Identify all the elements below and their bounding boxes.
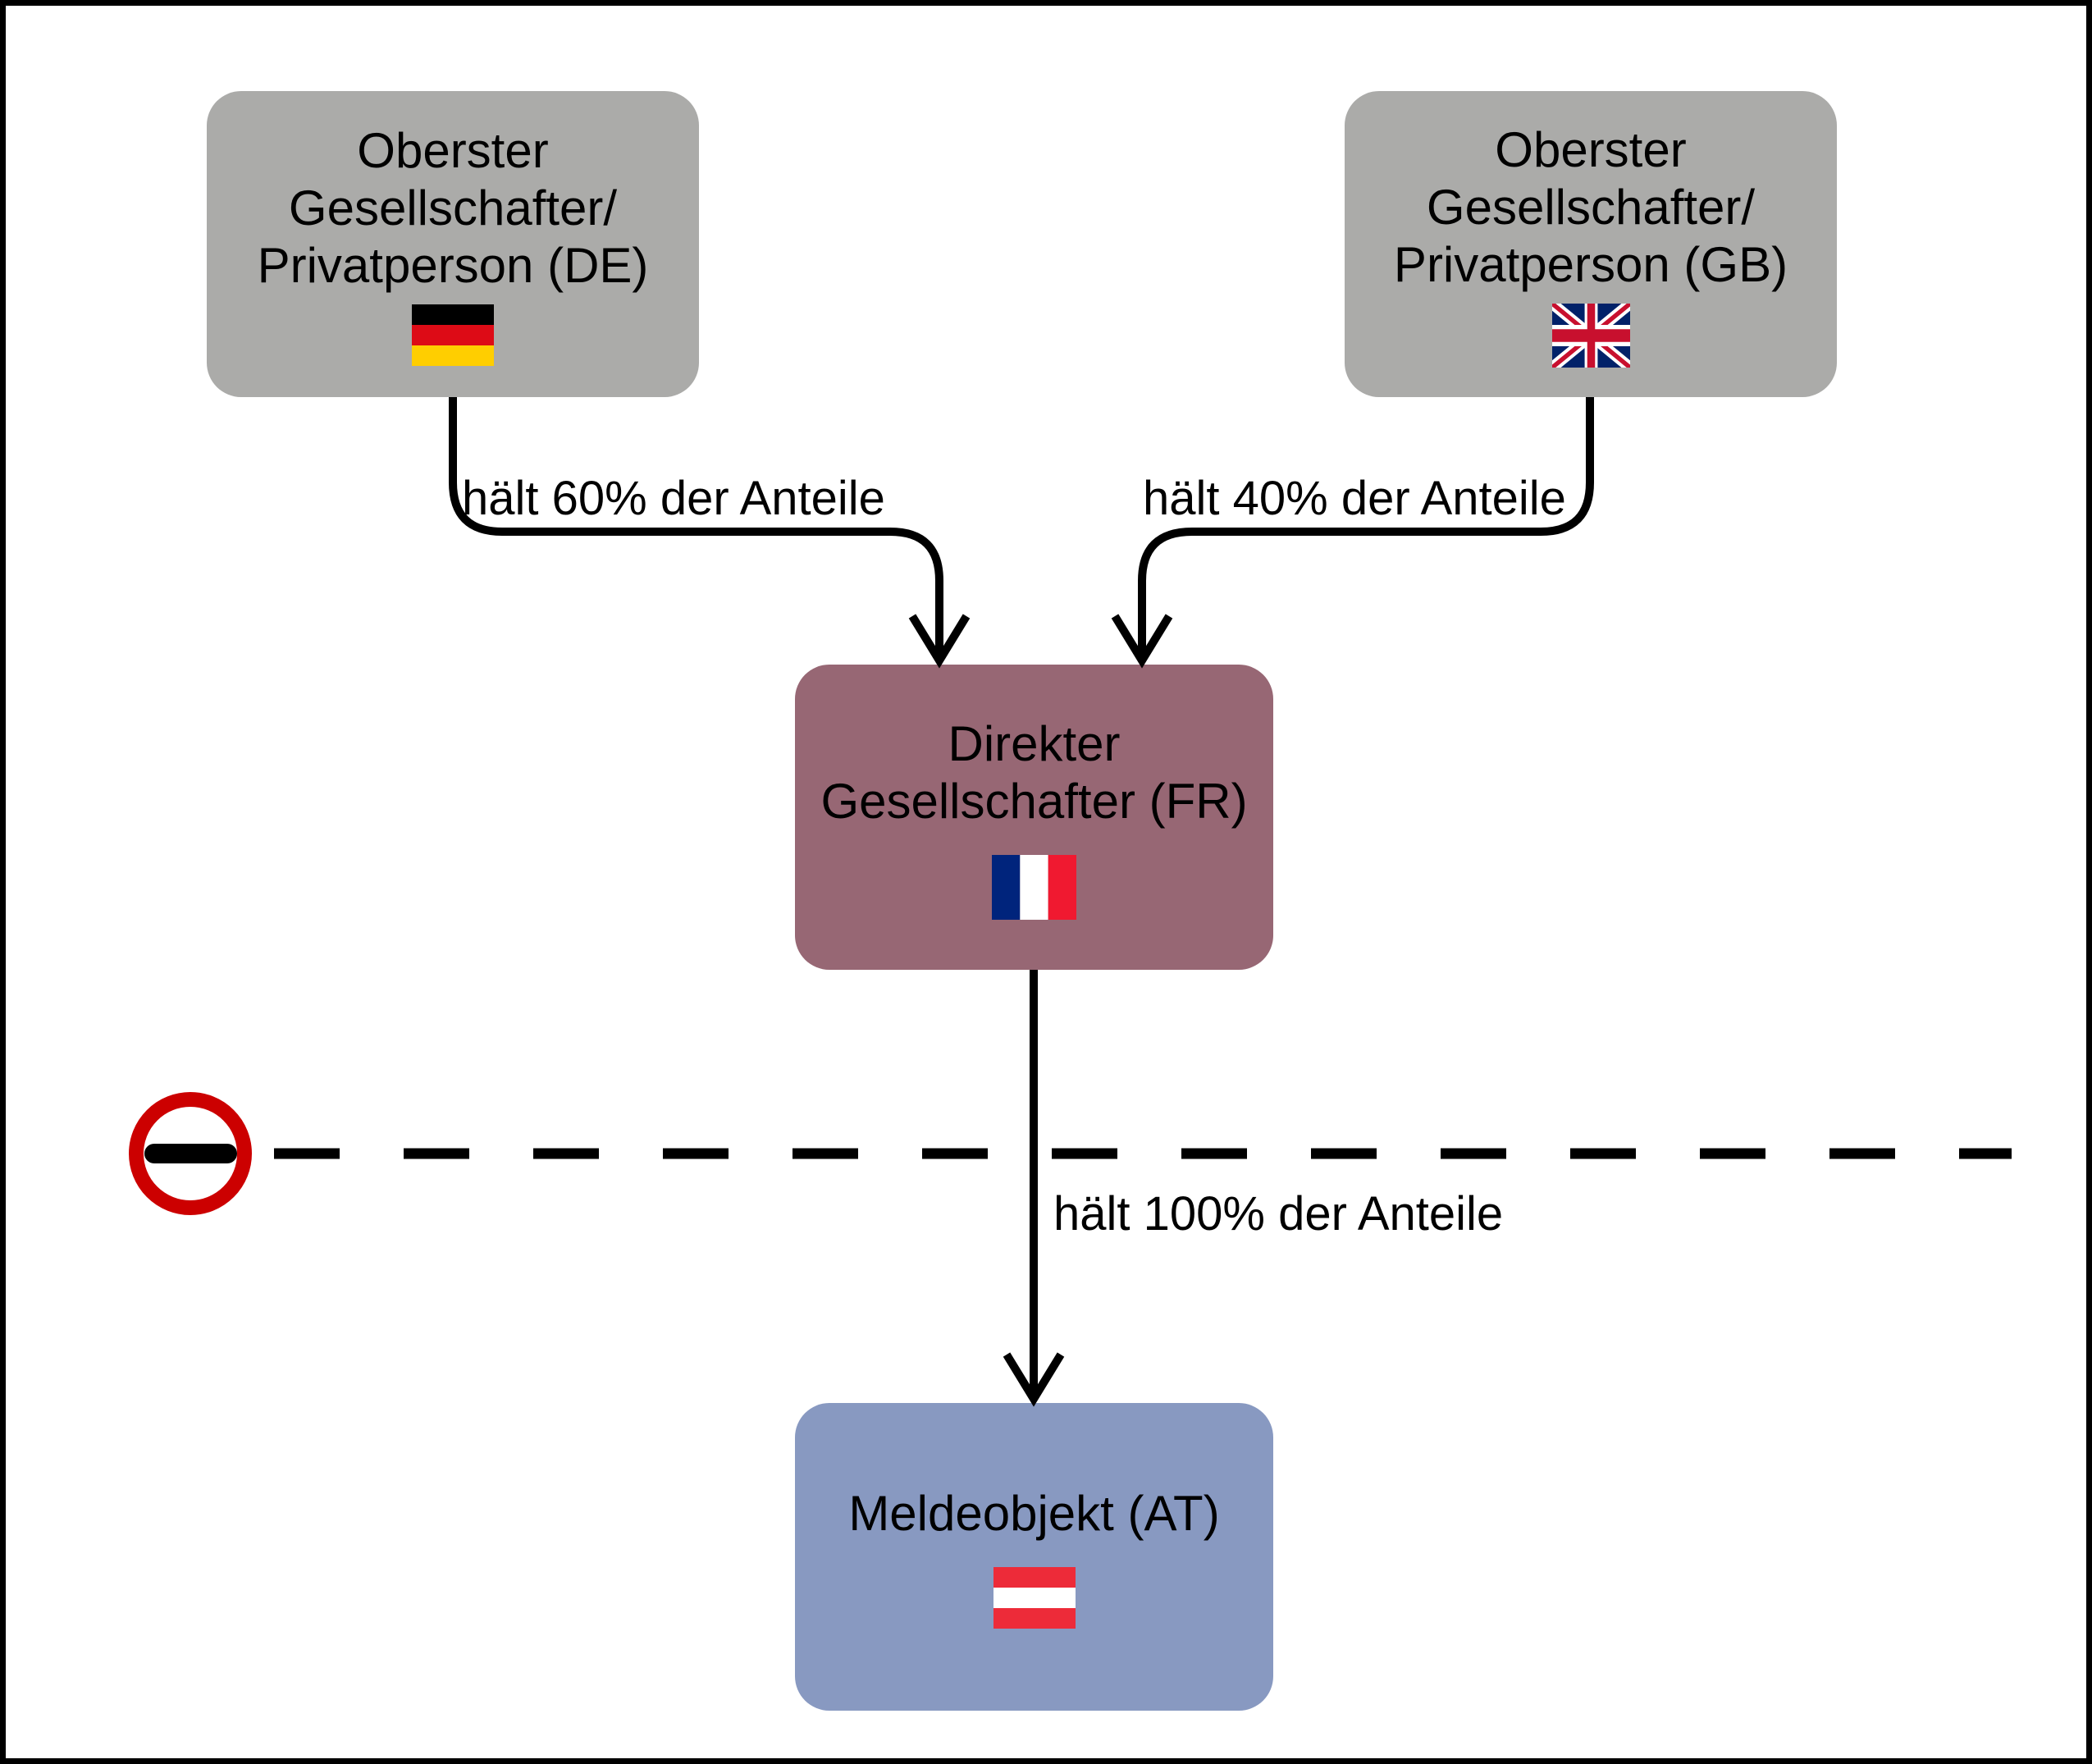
node-label-line: Meldeobjekt (AT): [848, 1486, 1220, 1541]
node-label-line: Privatperson (GB): [1393, 236, 1788, 292]
node-label-line: Gesellschafter (FR): [820, 773, 1248, 829]
edge-label-60-percent: hält 60% der Anteile: [462, 472, 885, 525]
france-flag-icon: [992, 854, 1076, 920]
austria-flag-icon: [993, 1567, 1076, 1629]
united-kingdom-flag-icon: [1551, 303, 1630, 368]
node-label-line: Gesellschafter/: [1426, 179, 1756, 235]
node-oberster-gesellschafter-gb: Oberster Gesellschafter/ Privatperson (G…: [1345, 91, 1837, 397]
node-direkter-gesellschafter-fr: Direkter Gesellschafter (FR): [795, 665, 1273, 970]
node-label-line: Oberster: [1495, 121, 1687, 177]
node-label-line: Privatperson (DE): [257, 238, 649, 293]
node-label-line: Gesellschafter/: [288, 181, 618, 235]
edge-fr-to-at-arrow: [1003, 970, 1065, 1407]
edge-label-40-percent: hält 40% der Anteile: [1143, 472, 1566, 525]
node-oberster-gesellschafter-de: Oberster Gesellschafter/ Privatperson (D…: [207, 91, 699, 397]
edge-gb-to-fr-arrow: [1111, 397, 1594, 669]
node-meldeobjekt-at: Meldeobjekt (AT): [795, 1403, 1273, 1711]
no-entry-icon: [129, 1092, 252, 1215]
node-label-line: Oberster: [357, 123, 549, 178]
germany-flag-icon: [412, 304, 494, 366]
node-label-line: Direkter: [948, 715, 1121, 771]
edge-label-100-percent: hält 100% der Anteile: [1053, 1187, 1504, 1241]
edge-de-to-fr-arrow: [449, 397, 971, 669]
